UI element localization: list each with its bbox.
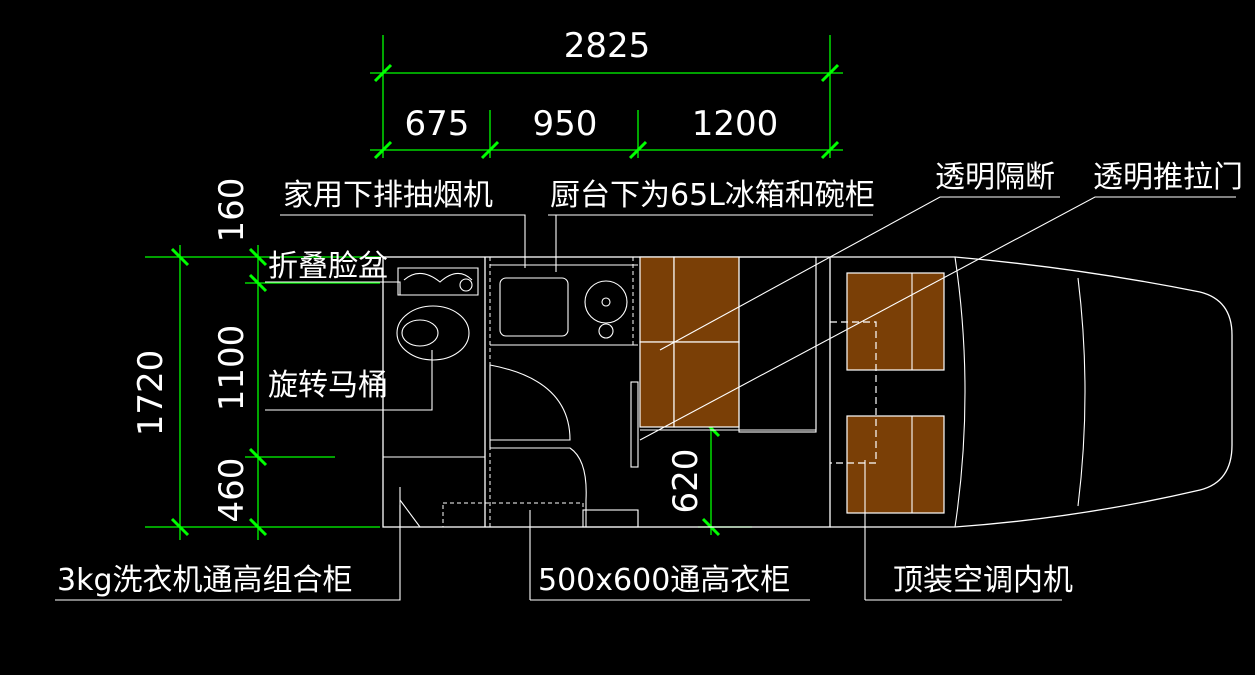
door-swing bbox=[489, 364, 571, 441]
bathroom bbox=[383, 257, 584, 528]
washer-cabinet-label: 3kg洗衣机通高组合柜 bbox=[57, 563, 353, 598]
sofa-cushion-3 bbox=[639, 341, 675, 428]
folding-basin-label: 折叠脸盆 bbox=[268, 249, 388, 284]
ac-unit-outline bbox=[830, 321, 877, 464]
stove-burner bbox=[584, 280, 628, 324]
labels: 家用下排抽烟机 厨台下为65L冰箱和碗柜 透明隔断 透明推拉门 折叠脸盆 旋转马… bbox=[57, 160, 1243, 598]
rotating-toilet-label: 旋转马桶 bbox=[268, 368, 388, 403]
width-top-label: 160 bbox=[212, 178, 252, 243]
lounge-seating bbox=[630, 256, 945, 514]
ac-unit-label: 顶装空调内机 bbox=[893, 563, 1073, 598]
segment-3-label: 1200 bbox=[692, 104, 779, 144]
sofa-cushion-1 bbox=[639, 256, 675, 343]
width-mid-label: 1100 bbox=[212, 325, 252, 412]
sofa-cushion-2 bbox=[673, 256, 740, 343]
leader-lines bbox=[55, 196, 1236, 601]
segment-1-label: 675 bbox=[405, 104, 470, 144]
kitchen bbox=[489, 257, 639, 528]
aisle-label: 620 bbox=[666, 449, 706, 514]
segment-2-label: 950 bbox=[533, 104, 598, 144]
under-counter-label: 厨台下为65L冰箱和碗柜 bbox=[550, 178, 875, 213]
range-hood-label: 家用下排抽烟机 bbox=[283, 178, 493, 213]
sink bbox=[499, 277, 569, 337]
cab-outline bbox=[830, 256, 1233, 528]
overall-length-label: 2825 bbox=[564, 26, 651, 66]
wardrobe-label: 500x600通高衣柜 bbox=[538, 563, 790, 598]
sliding-door-label: 透明推拉门 bbox=[1093, 160, 1243, 195]
rotating-toilet-shape bbox=[396, 305, 470, 361]
folding-basin-shape bbox=[397, 267, 479, 296]
top-dimension-group: 2825 675 950 1200 bbox=[370, 26, 843, 160]
vehicle-body bbox=[382, 256, 1233, 528]
width-bottom-label: 460 bbox=[212, 458, 252, 523]
overall-width-label: 1720 bbox=[131, 350, 171, 437]
sofa-cushion-4 bbox=[673, 341, 740, 428]
front-seat-right bbox=[846, 415, 945, 514]
partition-label: 透明隔断 bbox=[935, 160, 1055, 195]
aisle-dimension-group: 620 bbox=[666, 418, 752, 537]
left-dimension-group: 1720 160 1100 460 bbox=[131, 178, 380, 540]
